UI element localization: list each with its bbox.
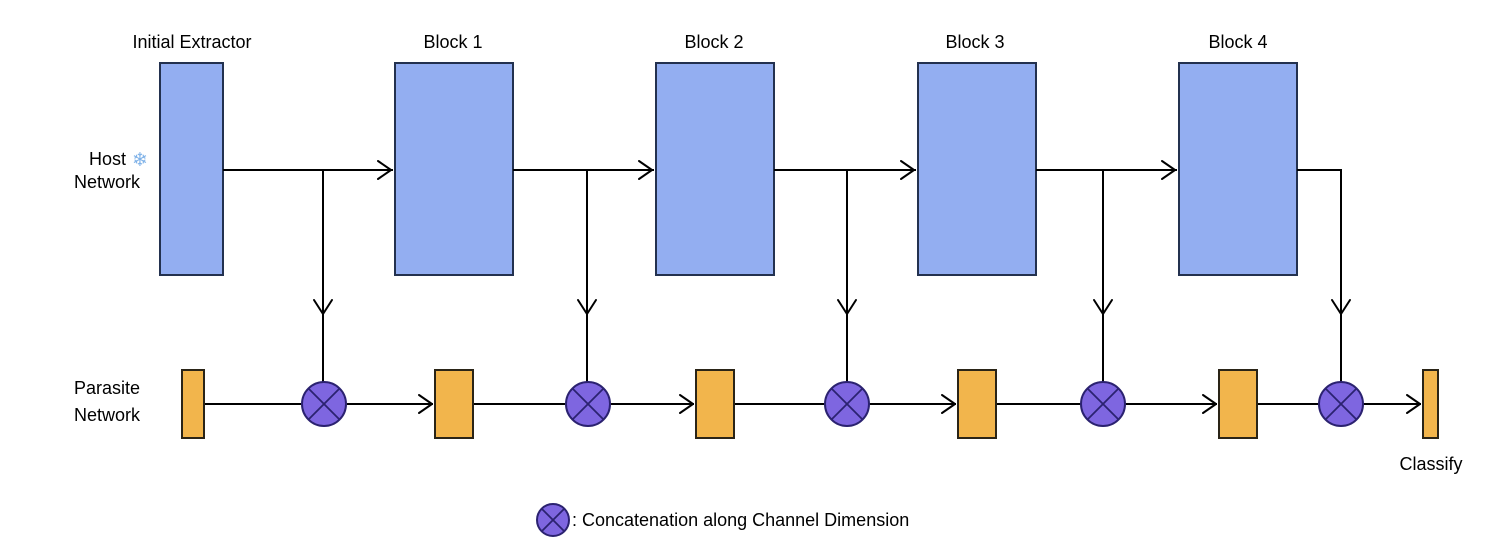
- concat-node-4: [1080, 381, 1126, 427]
- host-block-1: [394, 62, 514, 276]
- host-block-2: [655, 62, 775, 276]
- stage-title-block-3: Block 3: [945, 32, 1004, 52]
- host-block-3: [917, 62, 1037, 276]
- snowflake-icon: ❄: [132, 149, 148, 171]
- concat-node-1: [301, 381, 347, 427]
- concat-node-3: [824, 381, 870, 427]
- stage-title-initial-extractor: Initial Extractor: [132, 32, 251, 52]
- classify-label: Classify: [1399, 454, 1462, 474]
- host-arrowhead-0-1: [377, 160, 392, 180]
- concatenation-icon: [536, 503, 570, 537]
- stage-title-block-4: Block 4: [1208, 32, 1267, 52]
- parasite-arrowhead-2: [679, 394, 694, 414]
- host-network-label-line1: Host: [89, 149, 126, 169]
- parasite-block-4: [1218, 369, 1258, 439]
- host-block-4: [1178, 62, 1298, 276]
- stage-title-block-1: Block 1: [423, 32, 482, 52]
- concat-node-2: [565, 381, 611, 427]
- host-initial-extractor-block: [159, 62, 224, 276]
- concat-node-5: [1318, 381, 1364, 427]
- parasite-block-1: [434, 369, 474, 439]
- parasite-block-0: [181, 369, 205, 439]
- parasite-arrowhead-4: [1202, 394, 1217, 414]
- parasite-block-3: [957, 369, 997, 439]
- parasite-network-label-line2: Network: [74, 405, 141, 425]
- host-arrowhead-2-3: [900, 160, 915, 180]
- parasite-arrowhead-1: [418, 394, 433, 414]
- host-block-4-output-wire: [1297, 169, 1342, 314]
- parasite-arrowhead-5: [1406, 394, 1421, 414]
- stage-title-block-2: Block 2: [684, 32, 743, 52]
- parasite-network-label-line1: Parasite: [74, 378, 140, 398]
- parasite-block-2: [695, 369, 735, 439]
- host-network-label-line2: Network: [74, 172, 141, 192]
- host-arrowhead-3-4: [1161, 160, 1176, 180]
- parasite-classifier-block: [1422, 369, 1439, 439]
- host-arrowhead-1-2: [638, 160, 653, 180]
- legend-text: : Concatenation along Channel Dimension: [572, 510, 909, 530]
- parasite-arrowhead-3: [941, 394, 956, 414]
